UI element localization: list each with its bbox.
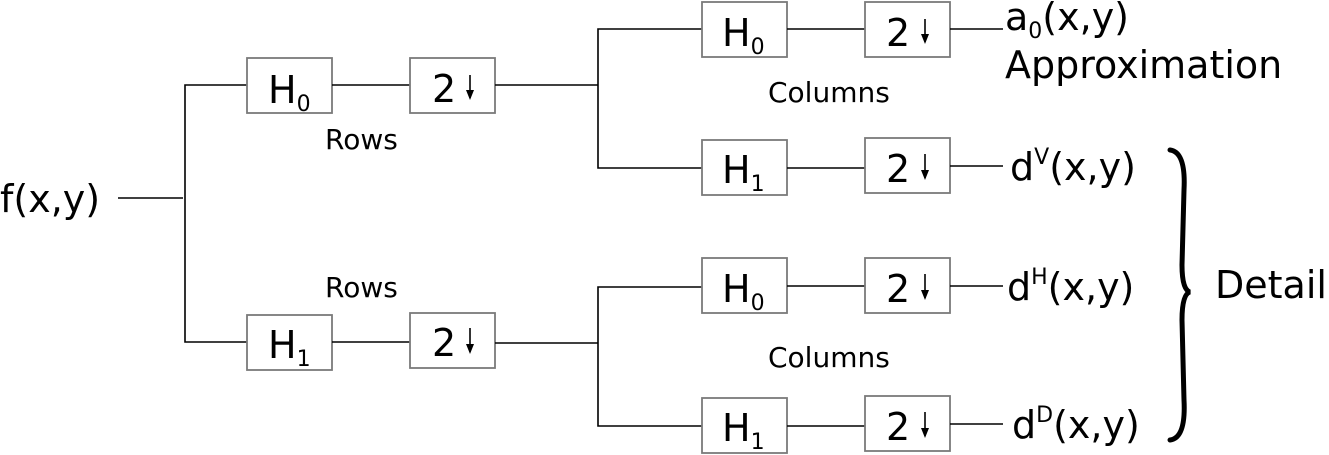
approximation-caption: Approximation (1005, 43, 1282, 87)
input-label: f(x,y) (0, 177, 100, 221)
col-downsample-1: 2 (864, 1, 951, 58)
row-filter-h1: H1 (246, 314, 333, 372)
detail-brace (1167, 147, 1192, 443)
col-filter-h0-top: H0 (701, 1, 788, 60)
row-downsample-bottom: 2 (409, 312, 496, 369)
col-filter-h1-top: H1 (701, 139, 788, 197)
output-approximation: a0(x,y) (1005, 0, 1129, 44)
detail-label: Detail (1215, 263, 1327, 307)
input-split (184, 84, 247, 343)
columns-label-bottom: Columns (768, 341, 890, 374)
svg-text:2: 2 (432, 67, 456, 111)
rows-label-bottom: Rows (325, 271, 398, 304)
output-diagonal-detail: dD(x,y) (1012, 403, 1140, 447)
svg-text:2: 2 (432, 321, 456, 365)
col-downsample-3: 2 (864, 257, 951, 314)
svg-text:H0: H0 (722, 11, 765, 60)
svg-text:2: 2 (886, 405, 910, 449)
col-downsample-4: 2 (864, 395, 951, 452)
top-split (597, 28, 702, 169)
output-horizontal-detail: dH(x,y) (1007, 265, 1134, 309)
output-vertical-detail: dV(x,y) (1010, 145, 1136, 189)
svg-text:H0: H0 (722, 267, 765, 316)
svg-text:2: 2 (886, 267, 910, 311)
columns-label-top: Columns (768, 76, 890, 109)
row-downsample-top: 2 (409, 57, 496, 114)
row-filter-h0: H0 (246, 57, 333, 117)
svg-text:H1: H1 (722, 406, 765, 455)
svg-text:2: 2 (886, 11, 910, 55)
svg-text:H0: H0 (268, 68, 311, 117)
svg-text:H1: H1 (268, 323, 311, 372)
col-filter-h0-bottom: H0 (701, 257, 788, 316)
col-downsample-2: 2 (864, 137, 951, 194)
rows-label-top: Rows (325, 123, 398, 156)
col-filter-h1-bottom: H1 (701, 397, 788, 455)
bottom-split (597, 286, 702, 427)
svg-text:2: 2 (886, 147, 910, 191)
svg-text:H1: H1 (722, 148, 765, 197)
